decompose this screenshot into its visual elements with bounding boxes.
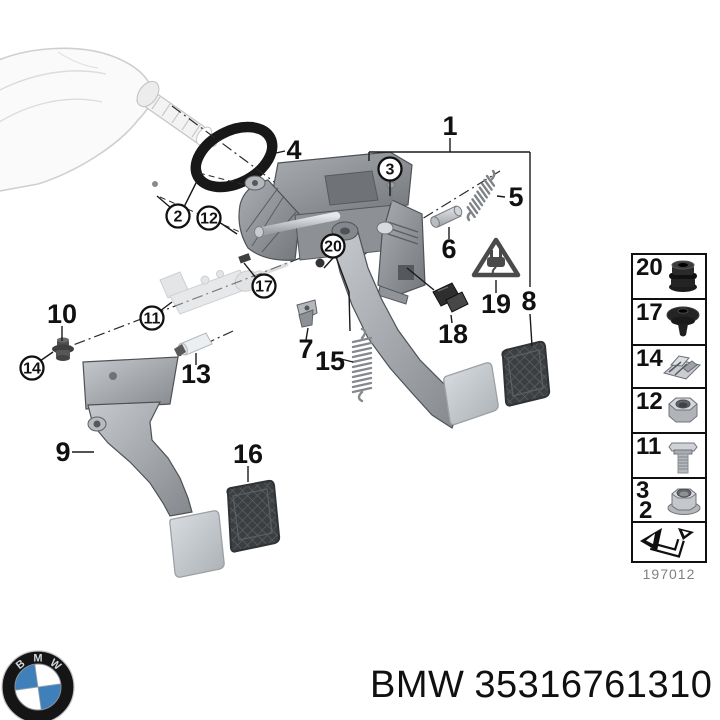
- spring-clip-icon: [662, 354, 701, 380]
- clutch-master-cylinder-ghost: [159, 262, 289, 315]
- callout-10: 10: [47, 299, 77, 329]
- warning-triangle-icon: [471, 237, 521, 278]
- pin-part6-drawing: [430, 205, 463, 228]
- callout-12-circle: 12: [196, 205, 222, 231]
- fasteners-legend-panel: 20 17 14: [631, 253, 707, 563]
- callout-18: 18: [438, 319, 468, 349]
- clutch-pedal-plate: [169, 510, 225, 578]
- continue-arrow-icon: [640, 528, 694, 558]
- pedal-bracket-drawing: [238, 151, 426, 305]
- pin-part13-drawing: [174, 332, 213, 357]
- bmw-logo-letter-m: M: [33, 653, 42, 665]
- legend-label-14: 14: [636, 345, 663, 372]
- legend-row-20: 20: [633, 255, 705, 300]
- flange-nut-icon: [667, 488, 701, 515]
- switch-part18-drawing: [432, 282, 469, 313]
- hex-bolt-icon: [668, 442, 698, 473]
- part-number: 35316761310: [474, 664, 713, 706]
- callout-20-circle: 20: [320, 233, 346, 259]
- legend-row-arrow: [633, 523, 705, 559]
- callout-4: 4: [286, 135, 301, 165]
- legend-label-12: 12: [636, 388, 663, 415]
- callout-14-circle: 14: [19, 355, 45, 381]
- callout-15: 15: [315, 346, 345, 376]
- clutch-pedal-drawing: [82, 356, 225, 578]
- callout-6: 6: [441, 234, 456, 264]
- callout-20: 20: [324, 239, 342, 256]
- pivot-grommet-drawing: [52, 337, 74, 361]
- callout-17: 17: [255, 279, 273, 296]
- legend-row-17: 17: [633, 300, 705, 346]
- legend-label-20: 20: [636, 254, 663, 281]
- callout-11-circle: 11: [139, 305, 165, 331]
- spring-5-drawing: [466, 169, 496, 222]
- leader-lines: [39, 138, 533, 482]
- callout-16: 16: [233, 439, 263, 469]
- spring-15-drawing: [351, 327, 373, 403]
- legend-row-3-2: 3 2: [633, 477, 705, 524]
- bmw-logo-quadrants: [15, 664, 61, 710]
- callout-5: 5: [508, 182, 523, 212]
- callout-17-circle: 17: [251, 273, 277, 299]
- legend-label-17: 17: [636, 299, 663, 326]
- callout-1: 1: [442, 111, 457, 141]
- pedal-rubber-8-drawing: [501, 340, 551, 407]
- blind-plug: [238, 253, 252, 264]
- plug-cap-icon: [666, 306, 700, 337]
- legend-row-12: 12: [633, 389, 705, 434]
- legend-row-14: 14: [633, 346, 705, 389]
- callout-11: 11: [144, 311, 161, 328]
- rubber-buffer: [315, 258, 325, 268]
- pivot-bolt-drawing: [253, 211, 341, 237]
- hex-nut-icon: [668, 397, 698, 422]
- callout-13: 13: [181, 359, 211, 389]
- callout-8: 8: [521, 286, 536, 316]
- callout-3-circle: 3: [377, 156, 403, 182]
- brake-pedal-drawing: [331, 221, 499, 429]
- bmw-logo: B M W: [1, 650, 75, 720]
- booster-stud: [152, 181, 158, 187]
- callout-9: 9: [55, 437, 70, 467]
- brake-booster-drawing: [0, 47, 217, 192]
- callout-14: 14: [23, 361, 41, 378]
- diagram-number-caption: 197012: [642, 566, 696, 582]
- clip-part7-drawing: [296, 299, 318, 328]
- legend-row-11: 11: [633, 434, 705, 479]
- brake-pedal-plate: [443, 362, 499, 426]
- callout-3: 3: [386, 162, 395, 179]
- callout-19: 19: [481, 289, 511, 319]
- legend-label-11: 11: [636, 433, 662, 460]
- pedal-rubber-16-drawing: [226, 479, 281, 553]
- callout-2: 2: [174, 209, 183, 226]
- callout-7: 7: [298, 334, 313, 364]
- legend-label-2: 2: [639, 497, 653, 524]
- grommet-icon: [669, 260, 697, 292]
- brand-name: BMW: [370, 664, 465, 706]
- legend-label-3: 3: [636, 477, 650, 504]
- callout-2-circle: 2: [165, 203, 191, 229]
- callout-12: 12: [200, 211, 218, 228]
